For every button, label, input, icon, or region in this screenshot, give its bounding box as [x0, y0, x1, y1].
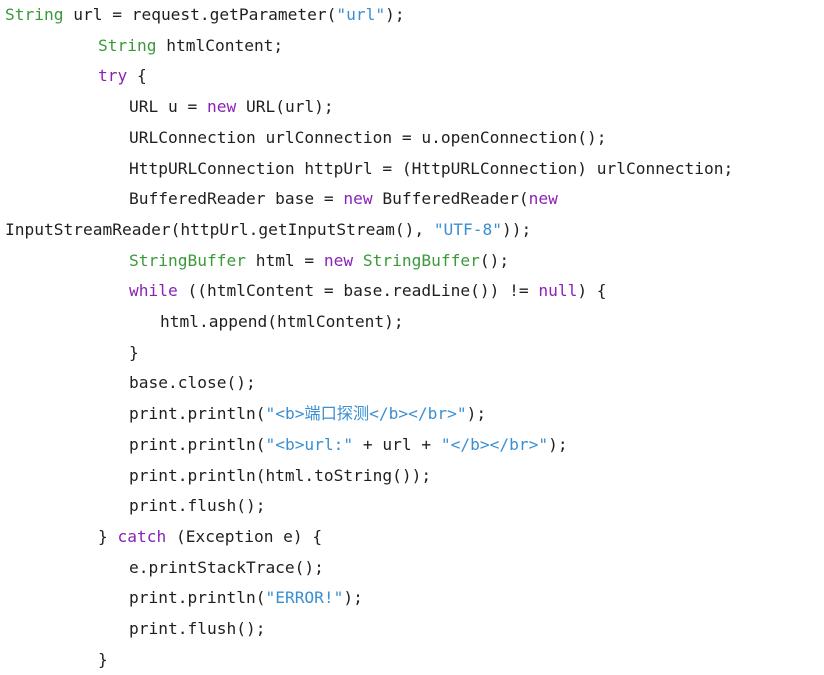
code-line: String htmlContent; — [98, 31, 283, 61]
code-token-plain: ) { — [577, 281, 607, 301]
code-token-plain: print.println( — [129, 588, 266, 608]
code-token-str: "<b>端口探测</b></br>" — [265, 404, 467, 424]
code-token-str: "</b></br>" — [440, 434, 549, 454]
code-line: print.flush(); — [129, 491, 265, 521]
code-token-kw: new — [343, 189, 373, 209]
code-token-plain: html.append(htmlContent); — [160, 312, 404, 331]
code-line: print.println(html.toString()); — [129, 461, 431, 491]
code-token-plain: (Exception e) { — [166, 526, 323, 546]
code-token-type: String — [98, 35, 157, 55]
code-token-plain: (); — [479, 250, 510, 270]
code-line: try { — [98, 61, 147, 91]
code-token-plain: InputStreamReader(httpUrl.getInputStream… — [5, 219, 434, 239]
code-token-plain: URL u = — [129, 97, 207, 117]
code-token-plain: url = request.getParameter( — [63, 5, 337, 24]
code-line: print.flush(); — [129, 614, 265, 644]
code-token-plain: htmlContent; — [156, 35, 284, 55]
code-line: } — [129, 338, 139, 368]
code-line: base.close(); — [129, 368, 256, 398]
code-line: HttpURLConnection httpUrl = (HttpURLConn… — [129, 154, 733, 184]
code-line: print.println("<b>端口探测</b></br>"); — [129, 399, 486, 429]
code-token-plain: base.close(); — [129, 373, 256, 393]
code-token-type: StringBuffer — [129, 250, 246, 270]
code-token-plain: BufferedReader base = — [129, 189, 344, 209]
code-line: URLConnection urlConnection = u.openConn… — [129, 123, 607, 153]
code-line: e.printStackTrace(); — [129, 553, 324, 583]
code-token-plain: ); — [548, 434, 568, 454]
code-line: BufferedReader base = new BufferedReader… — [129, 184, 558, 214]
code-token-type: String — [5, 5, 64, 24]
code-line: URL u = new URL(url); — [129, 92, 334, 122]
code-token-plain: } — [98, 649, 108, 669]
code-token-plain — [353, 251, 363, 270]
code-token-plain: ); — [385, 5, 405, 24]
code-token-plain: html = — [245, 250, 324, 270]
code-token-plain: HttpURLConnection httpUrl = (HttpURLConn… — [129, 158, 734, 178]
code-token-kw: new — [323, 250, 354, 270]
code-token-kw: new — [528, 189, 558, 209]
code-token-str: "<b>url:" — [265, 434, 354, 454]
code-line: InputStreamReader(httpUrl.getInputStream… — [5, 215, 531, 245]
code-line: while ((htmlContent = base.readLine()) !… — [129, 276, 607, 306]
code-token-plain: ); — [466, 404, 487, 424]
code-token-plain: print.flush(); — [129, 496, 266, 516]
code-token-kw: new — [206, 97, 237, 117]
code-line: html.append(htmlContent); — [160, 307, 404, 337]
code-token-plain: print.println( — [129, 404, 266, 424]
code-token-kw: try — [98, 66, 128, 86]
code-token-kw: while — [129, 281, 178, 301]
code-token-plain: ); — [343, 588, 363, 608]
code-token-plain: e.printStackTrace(); — [129, 557, 324, 577]
code-token-plain: print.println(html.toString()); — [129, 465, 432, 485]
code-line: print.println("ERROR!"); — [129, 583, 363, 613]
code-token-plain: URLConnection urlConnection = u.openConn… — [129, 127, 607, 147]
code-token-plain: } — [129, 342, 139, 362]
code-token-plain: + url + — [353, 434, 441, 454]
code-token-type: StringBuffer — [362, 250, 480, 270]
code-token-str: "url" — [336, 5, 386, 24]
code-token-plain: BufferedReader( — [372, 189, 529, 209]
code-token-plain: print.println( — [129, 434, 266, 454]
code-token-plain: } — [98, 526, 118, 546]
code-token-str: "ERROR!" — [265, 588, 344, 608]
code-token-str: "UTF-8" — [433, 219, 503, 239]
code-token-plain: )); — [502, 219, 532, 239]
code-token-plain: { — [127, 66, 147, 86]
code-token-plain: ((htmlContent = base.readLine()) != — [177, 281, 539, 301]
code-line: print.println("<b>url:" + url + "</b></b… — [129, 430, 568, 460]
code-token-kw: catch — [117, 526, 167, 546]
code-token-plain: print.flush(); — [129, 619, 266, 638]
code-token-plain: URL(url); — [236, 97, 334, 117]
code-line: String url = request.getParameter("url")… — [5, 0, 405, 30]
code-line: } — [98, 645, 108, 675]
code-token-kw: null — [538, 281, 578, 301]
code-line: } catch (Exception e) { — [98, 522, 322, 552]
code-line: StringBuffer html = new StringBuffer(); — [129, 246, 509, 276]
